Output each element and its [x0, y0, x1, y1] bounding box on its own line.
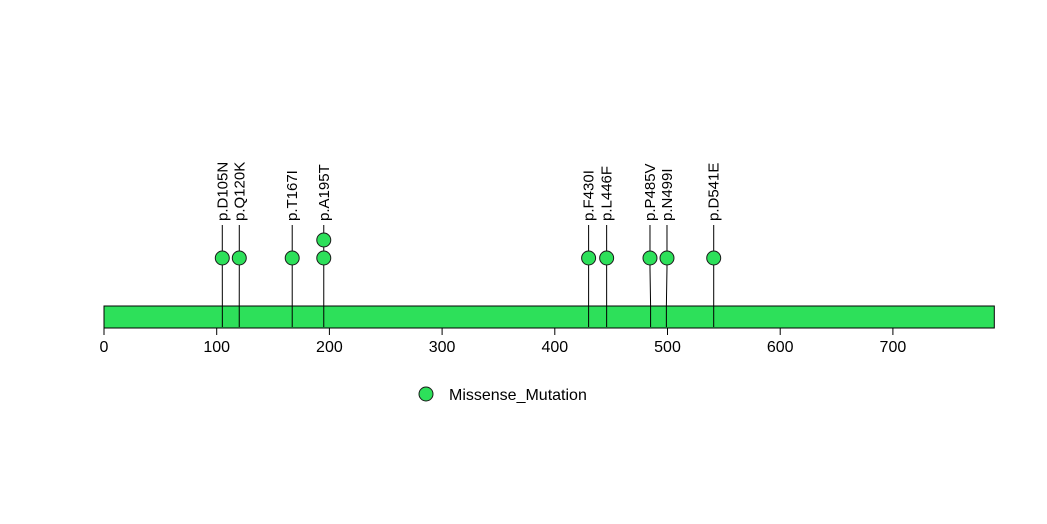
- legend-dot: [418, 386, 434, 402]
- mutation-label: p.D105N: [214, 162, 231, 221]
- axis-tick-label: 700: [880, 339, 907, 356]
- mutation-label: p.A195T: [316, 164, 333, 221]
- mutation-dot: [316, 232, 332, 248]
- mutation-p.L446F: p.L446F: [599, 166, 616, 327]
- mutation-dot: [231, 250, 247, 266]
- mutation-p.T167I: p.T167I: [284, 170, 301, 327]
- mutation-dot: [642, 250, 658, 266]
- mutation-dot: [581, 250, 597, 266]
- axis-tick-label: 200: [316, 339, 343, 356]
- legend: Missense_Mutation: [418, 386, 587, 404]
- axis-tick-label: 0: [100, 339, 109, 356]
- mutation-stick: [649, 225, 652, 327]
- mutation-dot: [284, 250, 300, 266]
- mutation-label: p.D541E: [706, 163, 723, 221]
- mutation-label: p.N499I: [659, 168, 676, 221]
- axis-tick-label: 500: [654, 339, 681, 356]
- mutation-p.N499I: p.N499I: [659, 168, 676, 327]
- mutation-p.F430I: p.F430I: [581, 170, 598, 327]
- mutation-p.P485V: p.P485V: [642, 163, 659, 327]
- mutation-dot: [659, 250, 675, 266]
- mutation-dot: [214, 250, 230, 266]
- mutation-dot: [599, 250, 615, 266]
- axis-tick-label: 300: [429, 339, 456, 356]
- mutation-dot: [316, 250, 332, 266]
- legend-label: Missense_Mutation: [449, 387, 587, 404]
- axis-tick-label: 400: [541, 339, 568, 356]
- mutation-label: p.Q120K: [231, 162, 248, 221]
- mutation-label: p.L446F: [599, 166, 616, 221]
- mutation-label: p.T167I: [284, 170, 301, 221]
- mutation-p.A195T: p.A195T: [316, 164, 333, 327]
- mutation-label: p.F430I: [581, 170, 598, 221]
- mutation-p.Q120K: p.Q120K: [231, 162, 248, 327]
- mutation-label: p.P485V: [642, 163, 659, 221]
- axis-tick-label: 100: [203, 339, 230, 356]
- axis-tick-label: 600: [767, 339, 794, 356]
- mutation-p.D105N: p.D105N: [214, 162, 231, 327]
- mutation-stick: [665, 225, 668, 327]
- mutation-p.D541E: p.D541E: [706, 163, 723, 327]
- mutation-dot: [706, 250, 722, 266]
- protein-bar: [103, 305, 995, 329]
